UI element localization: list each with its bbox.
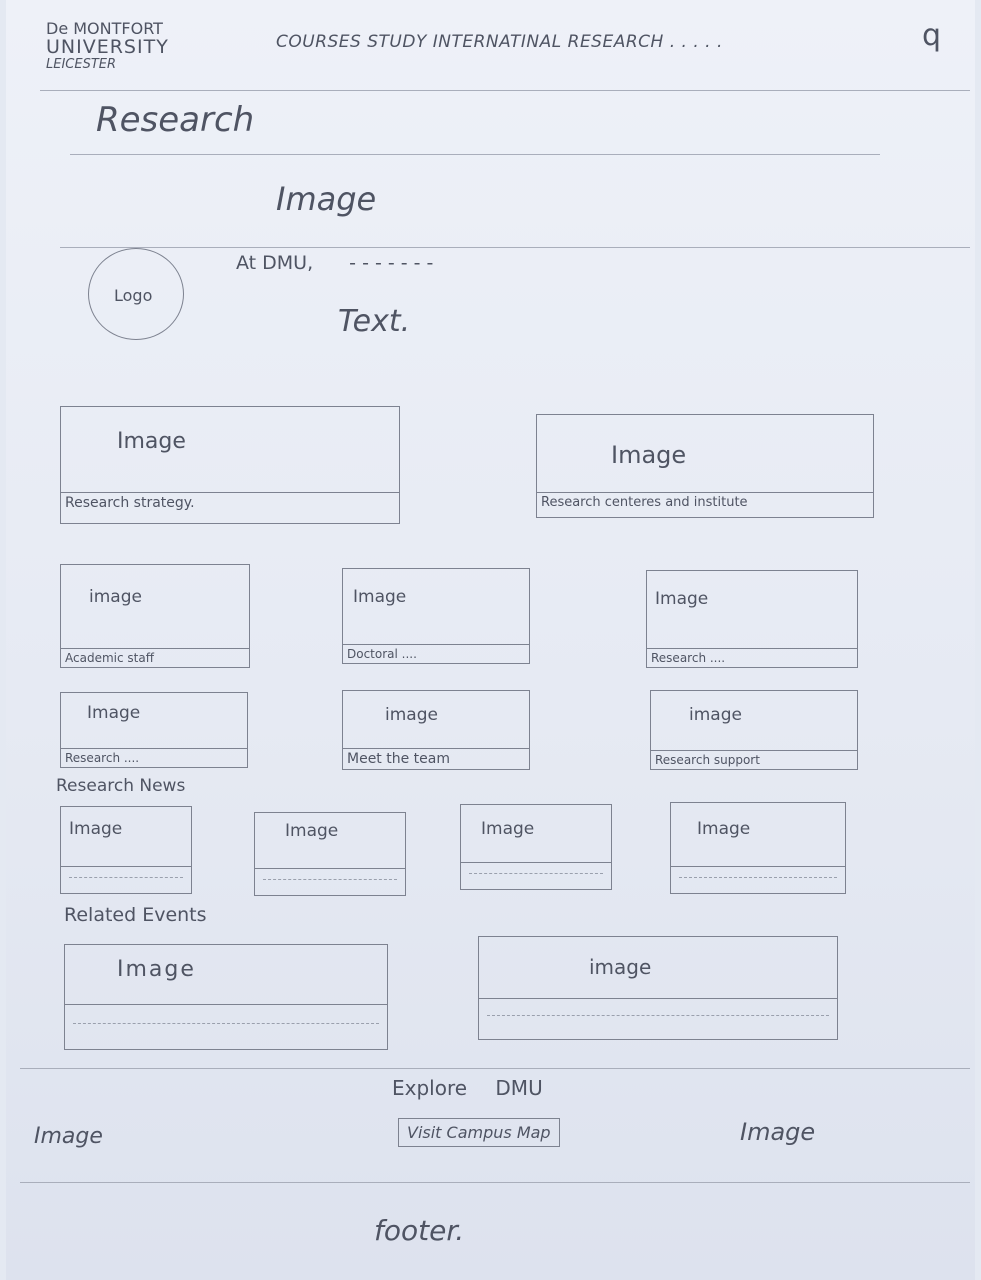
nav-ellipsis: . . . . . (669, 32, 723, 52)
footer-label: footer. (374, 1214, 465, 1247)
grid-card-academic-staff[interactable]: image Academic staff (60, 564, 250, 668)
caption-placeholder (679, 877, 837, 878)
grid-card-meet-the-team[interactable]: image Meet the team (342, 690, 530, 770)
news-card-caption-bar (255, 868, 405, 895)
footer-divider (20, 1182, 970, 1183)
grid-card-image: Image (87, 703, 141, 723)
grid-card-research-2[interactable]: Image Research .... (60, 692, 248, 768)
logo-line-3: LEICESTER (46, 57, 117, 72)
event-card[interactable]: Image (64, 944, 388, 1050)
grid-card-research-support[interactable]: image Research support (650, 690, 858, 770)
feature-card-research-strategy[interactable]: Image Research strategy. (60, 406, 400, 524)
feature-card-image: Image (611, 441, 687, 469)
feature-card-caption[interactable]: Research strategy. (61, 492, 399, 523)
grid-card-image: Image (655, 589, 709, 609)
explore-heading: Explore DMU (392, 1076, 543, 1100)
event-card[interactable]: image (478, 936, 838, 1040)
grid-card-caption[interactable]: Meet the team (343, 748, 529, 769)
caption-placeholder (73, 1023, 379, 1024)
caption-placeholder (69, 877, 183, 878)
grid-card-image: image (385, 705, 438, 725)
logo-line-2: UNIVERSITY (46, 36, 169, 58)
news-card-image: Image (69, 819, 123, 839)
search-icon[interactable]: q (922, 18, 942, 53)
news-heading: Research News (56, 776, 186, 796)
caption-placeholder (263, 879, 397, 880)
events-heading: Related Events (64, 904, 207, 926)
grid-card-caption[interactable]: Research .... (647, 648, 857, 667)
feature-card-image: Image (117, 429, 186, 454)
logo-line-1: De MONTFORT (46, 19, 163, 38)
intro-text-label: Text. (338, 304, 411, 339)
news-card-image: Image (285, 821, 339, 841)
nav-links[interactable]: COURSES STUDY INTERNATINAL RESEARCH (276, 32, 664, 52)
hero-image-label: Image (276, 180, 377, 218)
grid-card-image: Image (353, 587, 407, 607)
explore-right-image: Image (740, 1118, 816, 1146)
grid-card-doctoral[interactable]: Image Doctoral .... (342, 568, 530, 664)
university-logo[interactable]: De MONTFORT UNIVERSITY LEICESTER (46, 20, 169, 74)
feature-card-caption[interactable]: Research centeres and institute (537, 492, 873, 517)
grid-card-caption[interactable]: Research support (651, 750, 857, 769)
grid-card-image: image (89, 587, 142, 607)
grid-card-image: image (689, 705, 742, 725)
news-card-caption-bar (461, 862, 611, 889)
explore-divider (20, 1068, 970, 1069)
main-nav[interactable]: COURSES STUDY INTERNATINAL RESEARCH . . … (276, 32, 723, 52)
sketch-paper (6, 0, 975, 1280)
explore-left-image: Image (34, 1124, 103, 1149)
event-card-caption-bar (65, 1004, 387, 1049)
caption-placeholder (469, 873, 603, 874)
news-card[interactable]: Image (670, 802, 846, 894)
news-card-caption-bar (61, 866, 191, 893)
news-card[interactable]: Image (254, 812, 406, 896)
caption-placeholder (487, 1015, 829, 1016)
grid-card-caption[interactable]: Doctoral .... (343, 644, 529, 663)
news-card[interactable]: Image (60, 806, 192, 894)
intro-heading-dashes: - - - - - - - (349, 252, 434, 274)
feature-card-research-centres[interactable]: Image Research centeres and institute (536, 414, 874, 518)
event-card-image: Image (117, 957, 196, 982)
grid-card-caption[interactable]: Research .... (61, 748, 247, 767)
grid-card-caption[interactable]: Academic staff (61, 648, 249, 667)
hero-divider (60, 247, 970, 248)
logo-circle-label: Logo (114, 286, 153, 305)
logo-circle (88, 248, 184, 340)
intro-heading-text: At DMU, (236, 252, 314, 274)
title-divider (70, 154, 880, 155)
news-card-caption-bar (671, 866, 845, 893)
grid-card-research[interactable]: Image Research .... (646, 570, 858, 668)
page-title: Research (96, 100, 255, 140)
campus-map-button[interactable]: Visit Campus Map (398, 1118, 560, 1147)
event-card-caption-bar (479, 998, 837, 1039)
news-card-image: Image (481, 819, 535, 839)
header-divider (40, 90, 970, 91)
intro-heading: At DMU, - - - - - - - (236, 252, 433, 274)
news-card-image: Image (697, 819, 751, 839)
news-card[interactable]: Image (460, 804, 612, 890)
event-card-image: image (589, 955, 652, 979)
